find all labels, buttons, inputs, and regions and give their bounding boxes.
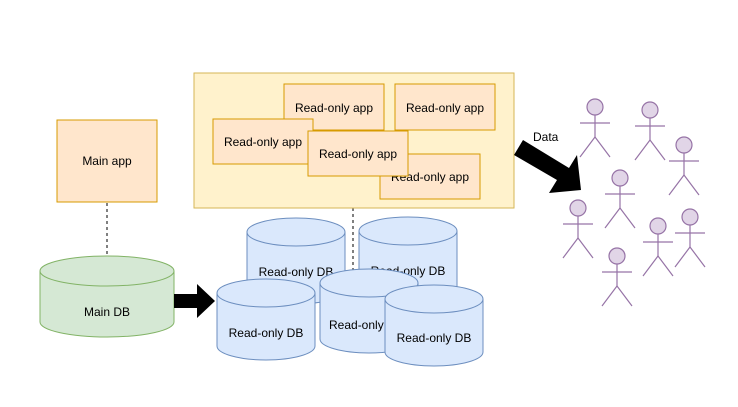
read-only-app-label: Read-only app [319,147,397,161]
read-only-db-label: Read-only DB [397,331,472,345]
main-db-node: Main DB [39,255,175,338]
data-flow-arrow [514,140,581,193]
read-only-db-node: Read-only DB [216,278,316,361]
read-only-app-node: Read-only app [307,130,409,177]
user-actor-icon [601,247,633,307]
main-app-label: Main app [82,154,132,168]
user-actor-icon [604,169,636,229]
user-actor-icon [668,136,700,196]
users-group [562,98,706,307]
main-app-node: Main app [56,119,158,203]
user-actor-icon [579,98,611,158]
main-db-label: Main DB [84,305,130,319]
read-only-db-node: Read-only DB [384,284,484,367]
read-only-app-label: Read-only app [224,135,302,149]
read-only-db-label: Read-only DB [229,326,304,340]
read-only-app-label: Read-only app [295,101,373,115]
user-actor-icon [562,199,594,259]
user-actor-icon [634,101,666,161]
read-only-app-node: Read-only app [212,118,314,165]
read-only-app-label: Read-only app [391,170,469,184]
replication-arrow [174,284,215,318]
read-only-db-label: Read-only DB [259,265,334,279]
read-only-app-label: Read-only app [406,101,484,115]
read-only-db-label: Read-only [329,318,384,332]
user-actor-icon [674,208,706,268]
data-edge-label: Data [533,130,559,144]
read-only-app-node: Read-only app [394,83,496,131]
user-actor-icon [642,217,674,277]
